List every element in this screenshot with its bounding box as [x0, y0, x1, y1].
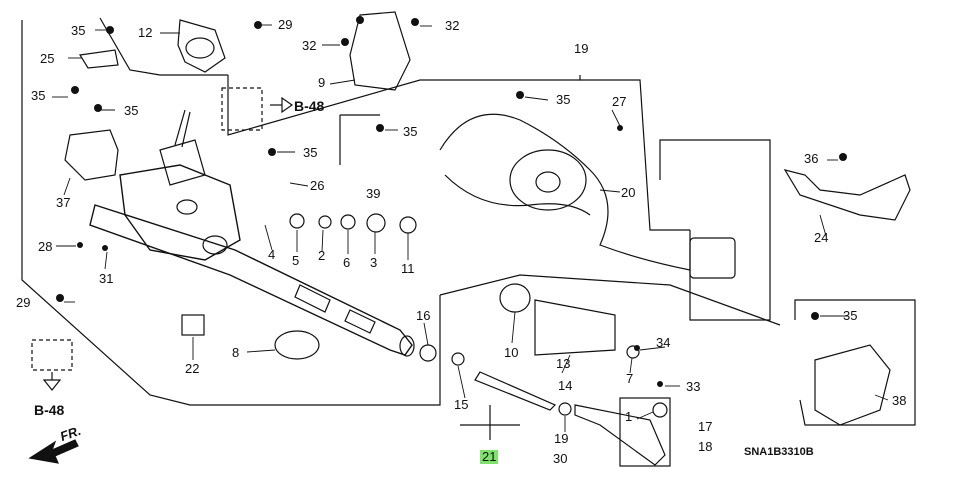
part-label-15[interactable]: 15 — [454, 397, 469, 412]
part-label-24[interactable]: 24 — [814, 230, 829, 245]
part-label-9[interactable]: 9 — [318, 75, 326, 90]
part-label-34[interactable]: 34 — [656, 335, 671, 350]
gear-box — [119, 109, 241, 261]
clamp-10 — [499, 283, 531, 313]
tie-rod-14 — [474, 371, 557, 411]
reference-b48-top[interactable]: B-48 — [294, 98, 325, 114]
part-label-38[interactable]: 38 — [892, 393, 907, 408]
part-label-21-highlighted[interactable]: 21 — [480, 449, 499, 464]
part-label-4[interactable]: 4 — [268, 247, 276, 262]
diagram-code: SNA1B3310B — [744, 446, 814, 458]
part-label-35[interactable]: 35 — [71, 23, 86, 38]
rack-housing — [89, 204, 415, 357]
part-label-26[interactable]: 26 — [310, 178, 325, 193]
part-label-20[interactable]: 20 — [621, 185, 636, 200]
bracket-25 — [79, 49, 119, 69]
part-label-27[interactable]: 27 — [612, 94, 627, 109]
assembly-frame-top — [99, 17, 228, 76]
motor-cover — [64, 129, 119, 181]
column-cover — [177, 19, 226, 73]
part-label-36[interactable]: 36 — [804, 151, 819, 166]
frame-21 — [439, 274, 781, 326]
frame-19-right — [580, 79, 690, 231]
part-label-2[interactable]: 2 — [318, 248, 326, 263]
front-arrow — [28, 439, 79, 464]
bolt-glyphs — [56, 16, 847, 387]
part-label-28[interactable]: 28 — [38, 239, 53, 254]
part-label-19[interactable]: 19 — [574, 41, 589, 56]
rings — [289, 213, 668, 418]
assembly-frame — [21, 20, 441, 406]
part-label-35[interactable]: 35 — [31, 88, 46, 103]
part-label-33[interactable]: 33 — [686, 379, 701, 394]
part-label-14[interactable]: 14 — [558, 378, 573, 393]
part-label-35[interactable]: 35 — [403, 124, 418, 139]
part-label-35[interactable]: 35 — [843, 308, 858, 323]
bushing-22 — [181, 314, 205, 336]
bushing-8 — [274, 330, 320, 360]
part-label-7[interactable]: 7 — [626, 371, 634, 386]
part-label-32[interactable]: 32 — [302, 38, 317, 53]
part-label-8[interactable]: 8 — [232, 345, 240, 360]
part-label-37[interactable]: 37 — [56, 195, 71, 210]
part-label-29[interactable]: 29 — [16, 295, 31, 310]
harness-20 — [439, 113, 736, 279]
part-label-5[interactable]: 5 — [292, 253, 300, 268]
part-label-10[interactable]: 10 — [504, 345, 519, 360]
part-label-17[interactable]: 17 — [698, 419, 713, 434]
ref-box-b48-left — [31, 339, 73, 371]
part-label-35[interactable]: 35 — [303, 145, 318, 160]
part-label-16[interactable]: 16 — [416, 308, 431, 323]
cover-38 — [794, 299, 916, 426]
part-label-35[interactable]: 35 — [556, 92, 571, 107]
part-label-29[interactable]: 29 — [278, 17, 293, 32]
part-label-35[interactable]: 35 — [124, 103, 139, 118]
reference-b48-left[interactable]: B-48 — [34, 402, 65, 418]
frame-24 — [659, 139, 771, 321]
part-label-13[interactable]: 13 — [556, 356, 571, 371]
part-label-6[interactable]: 6 — [343, 255, 351, 270]
tie-rod-end-18 — [574, 404, 666, 466]
part-label-11[interactable]: 11 — [401, 261, 415, 276]
part-label-12[interactable]: 12 — [138, 25, 153, 40]
part-label-31[interactable]: 31 — [99, 271, 114, 286]
part-label-30[interactable]: 30 — [553, 451, 568, 466]
part-label-1[interactable]: 1 — [625, 409, 633, 424]
bracket-9 — [349, 11, 411, 91]
frame-19 — [227, 75, 581, 136]
part-label-3[interactable]: 3 — [370, 255, 378, 270]
boot-13 — [534, 299, 616, 356]
bracket-24 — [783, 169, 911, 221]
part-label-18[interactable]: 18 — [698, 439, 713, 454]
ref-arrowhead-b48-top — [281, 96, 294, 114]
part-label-25[interactable]: 25 — [40, 51, 55, 66]
part-label-39[interactable]: 39 — [366, 186, 381, 201]
part-label-22[interactable]: 22 — [185, 361, 200, 376]
bracket-17-box — [619, 397, 671, 467]
ref-arrowhead-b48-left — [42, 379, 62, 391]
part-label-19[interactable]: 19 — [554, 431, 569, 446]
leader-lines — [52, 24, 889, 432]
ref-box-b48-top — [221, 87, 263, 131]
part-label-32[interactable]: 32 — [445, 18, 460, 33]
